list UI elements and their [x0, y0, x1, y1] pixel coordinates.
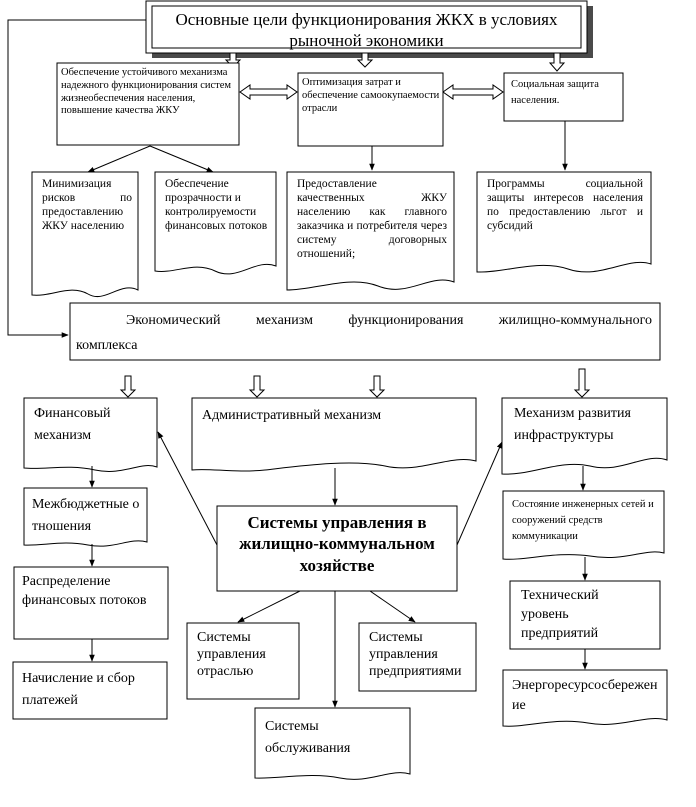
frame-payments — [12, 661, 168, 720]
infra-tech-level: Технический уровень предприятий — [521, 588, 599, 641]
infra-energy-saving: Энергоресурсосбережение — [512, 678, 658, 713]
goal-frame-social — [503, 72, 624, 122]
doc-frame-transparency — [154, 171, 277, 275]
doc-frame-service — [254, 707, 411, 780]
title-inner-frame — [151, 5, 582, 49]
frame-enterprises — [358, 622, 477, 692]
doc-frame-admin — [191, 397, 477, 472]
arrow-management-enterprises — [369, 590, 416, 623]
financial-interbudget: Межбюджетные отношения — [32, 497, 140, 534]
economic-frame — [69, 302, 661, 361]
financial-distribution: Распределение финансовых потоков — [22, 574, 147, 608]
double-arrow-goal2-goal3 — [442, 84, 504, 100]
doc-frame-networks — [502, 490, 665, 560]
feedback-line — [7, 19, 146, 338]
frame-tech — [509, 580, 661, 650]
management-service: Системы обслуживания — [265, 719, 351, 756]
hollow-arrow-eco-admin-a — [248, 375, 266, 398]
hollow-arrow-eco-infra — [573, 368, 591, 398]
title-text: Основные цели функционирования ЖКХ в усл… — [175, 10, 558, 51]
goal-frame-reliability — [56, 62, 240, 146]
arrow-goal1-risk — [87, 145, 151, 173]
financial-payments: Начисление и сбор платежей — [22, 671, 135, 708]
doc-frame-risk — [31, 171, 139, 297]
arrow-management-financial — [157, 431, 218, 546]
frame-management — [216, 505, 458, 592]
arrow-goal1-transparency — [149, 145, 214, 173]
subgoal-risk-minimization: Минимизация рисков по предоставлению ЖКУ… — [42, 178, 132, 233]
goal-cost-optimization: Оптимизация затрат и обеспечение самооку… — [302, 77, 440, 114]
goal-social-protection: Социальная защита населения. — [511, 79, 599, 107]
title-frame — [145, 0, 588, 54]
subgoal-quality-services: Предоставление качественных ЖКУ населени… — [297, 178, 447, 261]
mechanism-infrastructure: Механизм развития инфраструктуры — [514, 406, 631, 443]
subgoal-transparency: Обеспечение прозрачности и контролируемо… — [165, 178, 268, 233]
hollow-arrow-eco-admin-b — [368, 375, 386, 398]
frame-industry — [186, 622, 300, 700]
infra-networks-state: Состояние инженерных сетей и сооружений … — [512, 499, 654, 542]
mechanism-administrative: Административный механизм — [202, 408, 382, 423]
doc-frame-energy — [502, 669, 668, 727]
doc-frame-programs — [476, 171, 652, 273]
arrow-management-industry — [237, 590, 301, 623]
frame-distribution — [13, 566, 169, 640]
doc-frame-quality — [286, 171, 455, 291]
doc-frame-financial — [23, 397, 158, 472]
management-industry: Системы управления отраслью — [197, 630, 266, 679]
hollow-arrow-title-goal3 — [548, 52, 566, 72]
hollow-arrow-eco-financial — [119, 375, 137, 398]
hollow-arrow-title-goal2 — [356, 52, 374, 68]
goal-reliability: Обеспечение устойчивого механизма надежн… — [61, 67, 232, 117]
subgoal-social-programs: Программы социальной защиты интересов на… — [487, 178, 643, 233]
mechanism-financial: Финансовый механизм — [34, 406, 111, 444]
double-arrow-goal1-goal2 — [239, 84, 298, 100]
arrow-management-infra — [456, 441, 503, 546]
economic-mechanism-text: Экономический механизм функционирования … — [76, 313, 652, 353]
goal-frame-cost — [297, 72, 444, 147]
doc-frame-infra — [501, 397, 668, 475]
management-systems-text: Системы управления в жилищно-коммунально… — [239, 513, 435, 575]
management-enterprises: Системы управления предприятиями — [369, 630, 462, 679]
doc-frame-interbudget — [23, 487, 148, 547]
